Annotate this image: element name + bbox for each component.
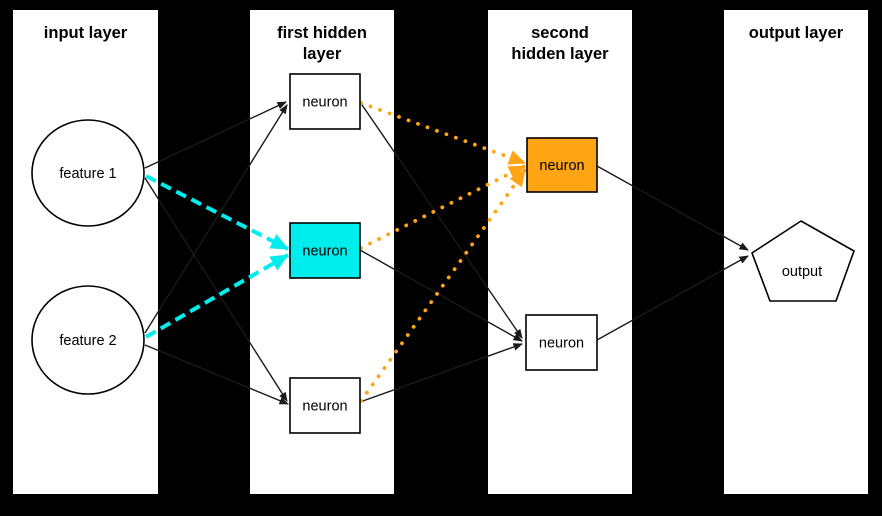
panel-first-hidden-layer-title: first hidden xyxy=(277,24,367,42)
edge-hidden1middle-to-hidden2top xyxy=(359,164,527,250)
panel-second-hidden-layer-title: second xyxy=(531,24,589,42)
edge-feature2-to-hidden1top xyxy=(144,104,288,334)
edge-feature1-to-hidden1top xyxy=(144,101,287,169)
edge-hidden2bottom-to-output xyxy=(596,255,749,341)
node-hidden1-middle-neuron-label: neuron xyxy=(302,244,347,260)
panel-input-layer-title: input layer xyxy=(44,24,128,42)
edge-hidden2top-to-output xyxy=(596,165,749,251)
edge-hidden1top-to-hidden2top xyxy=(359,101,527,165)
node-hidden1-top-neuron-label: neuron xyxy=(302,95,347,111)
node-hidden1-bottom-neuron-label: neuron xyxy=(302,399,347,415)
edge-hidden1bottom-to-hidden2bottom xyxy=(359,343,523,403)
edge-hidden1bottom-to-hidden2top xyxy=(359,168,527,403)
node-output-label: output xyxy=(782,264,822,280)
panel-first-hidden-layer-title: layer xyxy=(303,45,342,63)
edge-feature2-to-hidden1middle xyxy=(144,253,290,339)
node-output xyxy=(751,220,855,302)
panel-second-hidden-layer xyxy=(488,10,632,494)
node-hidden2-bottom-neuron-label: neuron xyxy=(539,336,584,352)
edge-hidden1top-to-hidden2bottom xyxy=(359,101,523,339)
node-feature-1 xyxy=(31,119,145,227)
node-hidden2-top-neuron xyxy=(526,137,598,193)
node-feature-2-label: feature 2 xyxy=(59,333,116,349)
edge-feature1-to-hidden1bottom xyxy=(144,177,288,402)
panel-input-layer xyxy=(13,10,158,494)
edge-hidden1middle-to-hidden2bottom xyxy=(359,249,523,342)
node-hidden2-bottom-neuron xyxy=(525,314,598,371)
nodes-layer: feature 1 feature 2 neuron neuron neuron neur… xyxy=(31,73,855,434)
edges-layer xyxy=(144,101,749,405)
node-hidden1-bottom-neuron xyxy=(289,377,361,434)
node-hidden2-top-neuron-label: neuron xyxy=(539,158,584,174)
edge-feature2-to-hidden1bottom xyxy=(144,344,289,405)
panel-output-layer-title: output layer xyxy=(749,24,844,42)
node-feature-2 xyxy=(31,285,145,395)
node-hidden1-top-neuron xyxy=(289,73,361,130)
edge-feature1-to-hidden1middle xyxy=(145,174,289,251)
node-hidden1-middle-neuron xyxy=(289,222,361,279)
node-feature-1-label: feature 1 xyxy=(59,166,116,182)
panel-second-hidden-layer-title: hidden layer xyxy=(511,45,609,63)
